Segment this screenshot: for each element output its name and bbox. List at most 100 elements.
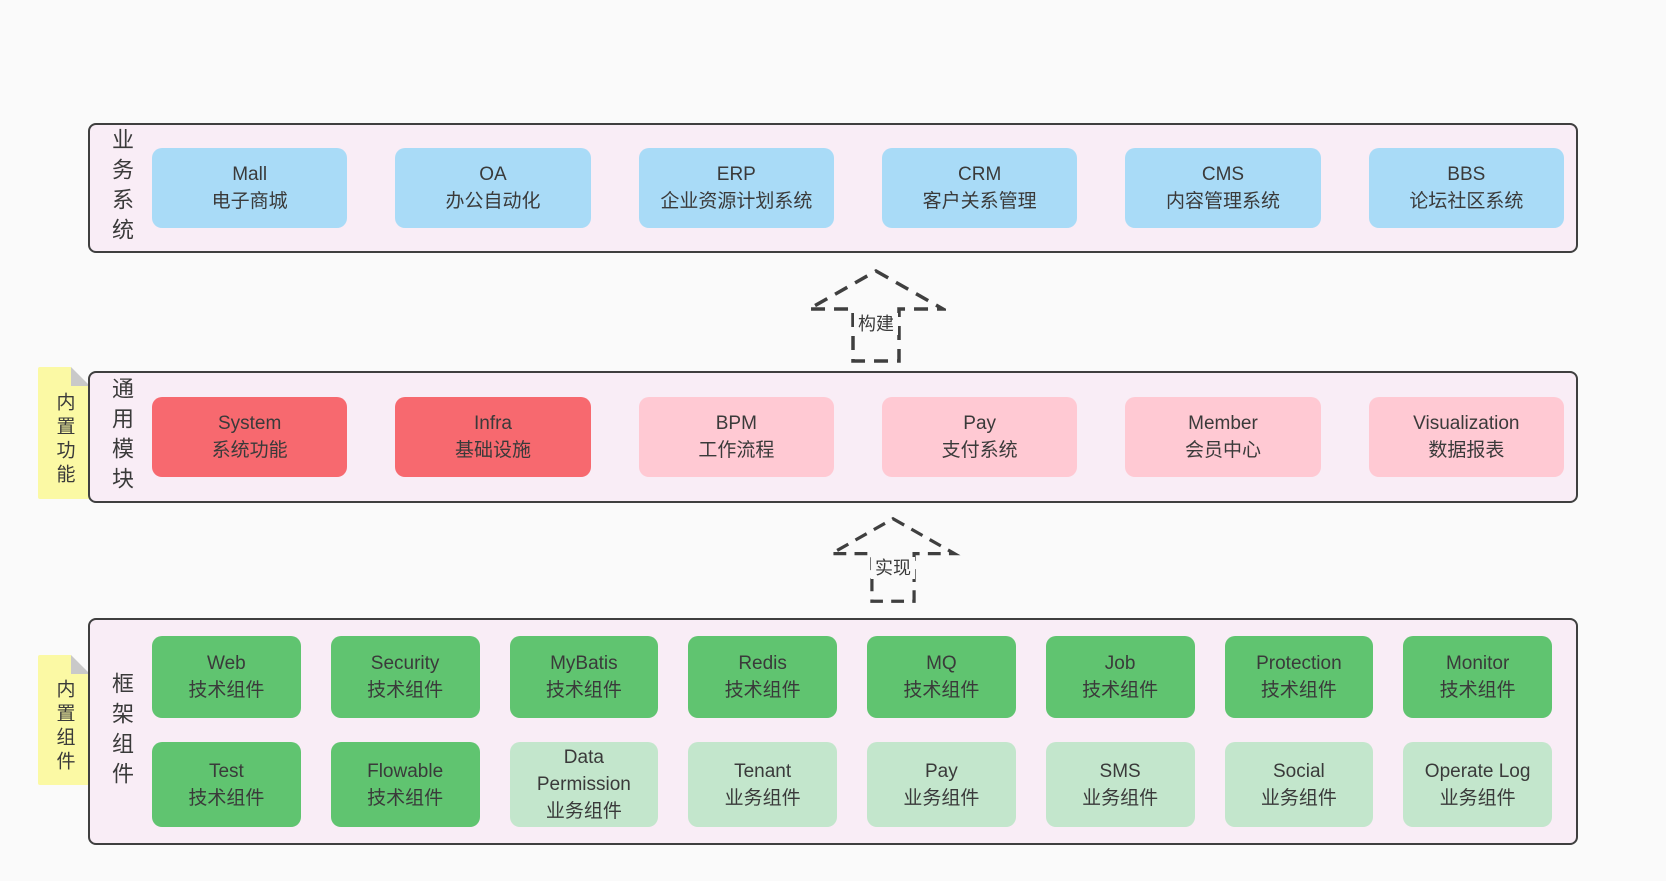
box-system: System 系统功能 [152,397,348,477]
box-subtitle: 办公自动化 [445,191,541,212]
band-label-framework-components: 框架组件 [109,671,134,792]
box-title: Visualization [1413,413,1520,434]
box-subtitle: 技术组件 [367,787,444,809]
box-title: Operate Log [1424,760,1531,782]
box-title: Infra [473,413,512,434]
box-visualization: Visualization 数据报表 [1368,397,1564,477]
box-subtitle: 客户关系管理 [922,191,1037,212]
box-title: Data Permission [536,747,631,795]
band-common-modules: 通用模块 System 系统功能 Infra 基础设施 BPM 工作流程 Pay 支付系统 Me… [88,371,1578,503]
box-test: Test 技术组件 [152,742,301,827]
box-pay: Pay 支付系统 [881,397,1078,477]
box-title: System [217,413,282,434]
box-title: Redis [738,653,787,674]
box-flowable: Flowable 技术组件 [330,742,480,827]
box-pay: Pay 业务组件 [867,742,1016,827]
box-title: BBS [1447,164,1486,185]
band-boxes-common-modules: System 系统功能 Infra 基础设施 BPM 工作流程 Pay 支付系统 Member 会… [152,373,1576,501]
box-title: Flowable [367,760,444,782]
band-label-common-modules: 通用模块 [109,377,134,497]
note-text-built-in-components: 内置组件 [53,679,75,775]
box-title: Test [208,760,244,782]
box-subtitle: 电子商城 [211,191,288,212]
box-mybatis: MyBatis 技术组件 [509,636,659,718]
box-oa: OA 办公自动化 [395,148,591,228]
box-subtitle: 支付系统 [941,440,1018,461]
box-title: Member [1188,413,1258,434]
box-cms: CMS 内容管理系统 [1125,148,1321,228]
box-infra: Infra 基础设施 [395,397,591,477]
arrow-build-label: 构建 [854,313,898,336]
box-title: SMS [1099,760,1141,782]
box-title: Tenant [734,760,792,782]
sticky-note-built-in-components: 内置组件 [38,655,90,785]
box-tenant: Tenant 业务组件 [688,742,837,827]
box-title: BPM [715,413,757,434]
box-title: Protection [1256,653,1342,674]
box-title: Job [1104,653,1136,674]
up-arrow-icon [806,268,946,363]
box-title: OA [479,164,507,185]
box-sms: SMS 业务组件 [1045,742,1195,827]
box-subtitle: 技术组件 [188,680,265,701]
box-subtitle: 会员中心 [1184,440,1261,461]
box-title: Pay [925,760,958,782]
box-subtitle: 技术组件 [903,680,980,701]
box-subtitle: 技术组件 [188,787,265,809]
box-subtitle: 技术组件 [367,680,444,701]
box-subtitle: 技术组件 [1082,680,1159,701]
box-erp: ERP 企业资源计划系统 [638,148,834,228]
box-redis: Redis 技术组件 [688,636,837,718]
box-social: Social 业务组件 [1224,742,1374,827]
box-subtitle: 数据报表 [1428,440,1505,461]
arrow-implement: 实现 [823,516,963,604]
box-title: MyBatis [550,653,618,674]
box-title: MQ [926,653,957,674]
box-subtitle: 基础设施 [454,440,531,461]
box-subtitle: 技术组件 [1260,680,1337,701]
box-subtitle: 系统功能 [211,440,288,461]
box-subtitle: 技术组件 [1439,680,1516,701]
box-title: CRM [958,164,1002,185]
box-subtitle: 业务组件 [1082,787,1159,809]
box-protection: Protection 技术组件 [1224,636,1374,718]
box-member: Member 会员中心 [1125,397,1321,477]
box-subtitle: 技术组件 [724,680,801,701]
box-operate-log: Operate Log 业务组件 [1403,742,1552,827]
box-data-permission: Data Permission 业务组件 [509,742,659,827]
box-subtitle: 业务组件 [1439,787,1516,809]
box-title: Pay [963,413,997,434]
up-arrow-icon [825,516,961,603]
box-job: Job 技术组件 [1045,636,1195,718]
box-title: Monitor [1445,653,1510,674]
box-subtitle: 业务组件 [903,787,980,809]
box-bpm: BPM 工作流程 [638,397,834,477]
box-subtitle: 业务组件 [1260,787,1337,809]
box-security: Security 技术组件 [330,636,480,718]
box-subtitle: 工作流程 [698,440,775,461]
box-subtitle: 企业资源计划系统 [660,191,813,212]
box-subtitle: 内容管理系统 [1165,191,1280,212]
arrow-build: 构建 [806,268,946,364]
box-title: Web [207,653,246,674]
box-subtitle: 论坛社区系统 [1409,191,1524,212]
box-bbs: BBS 论坛社区系统 [1368,148,1564,228]
box-monitor: Monitor 技术组件 [1403,636,1552,718]
box-subtitle: 业务组件 [724,787,801,809]
note-text-built-in-features: 内置功能 [53,392,75,488]
arrow-implement-label: 实现 [871,557,915,580]
box-title: ERP [716,164,756,185]
box-web: Web 技术组件 [152,636,301,718]
box-mq: MQ 技术组件 [867,636,1016,718]
sticky-note-built-in-features: 内置功能 [38,367,90,499]
box-title: Social [1273,760,1325,782]
box-title: CMS [1201,164,1245,185]
box-title: Security [370,653,440,674]
box-subtitle: 技术组件 [545,680,622,701]
box-subtitle: 业务组件 [545,801,622,822]
